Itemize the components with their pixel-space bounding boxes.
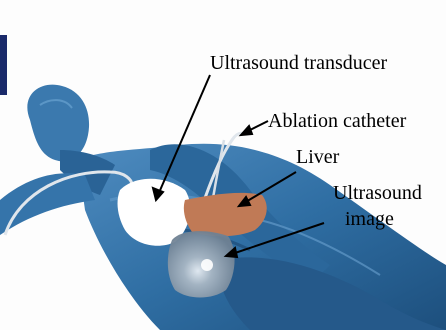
ultrasound-transducer-label: Ultrasound transducer xyxy=(210,52,387,74)
ultrasound-image-label-line1: Ultrasound xyxy=(333,182,422,204)
liver-label: Liver xyxy=(296,146,339,168)
ultrasound-image-label-line2: image xyxy=(345,208,394,230)
ablation-catheter-label: Ablation catheter xyxy=(268,110,406,132)
left-edge-strip xyxy=(0,35,7,95)
liver-shape xyxy=(184,193,267,236)
